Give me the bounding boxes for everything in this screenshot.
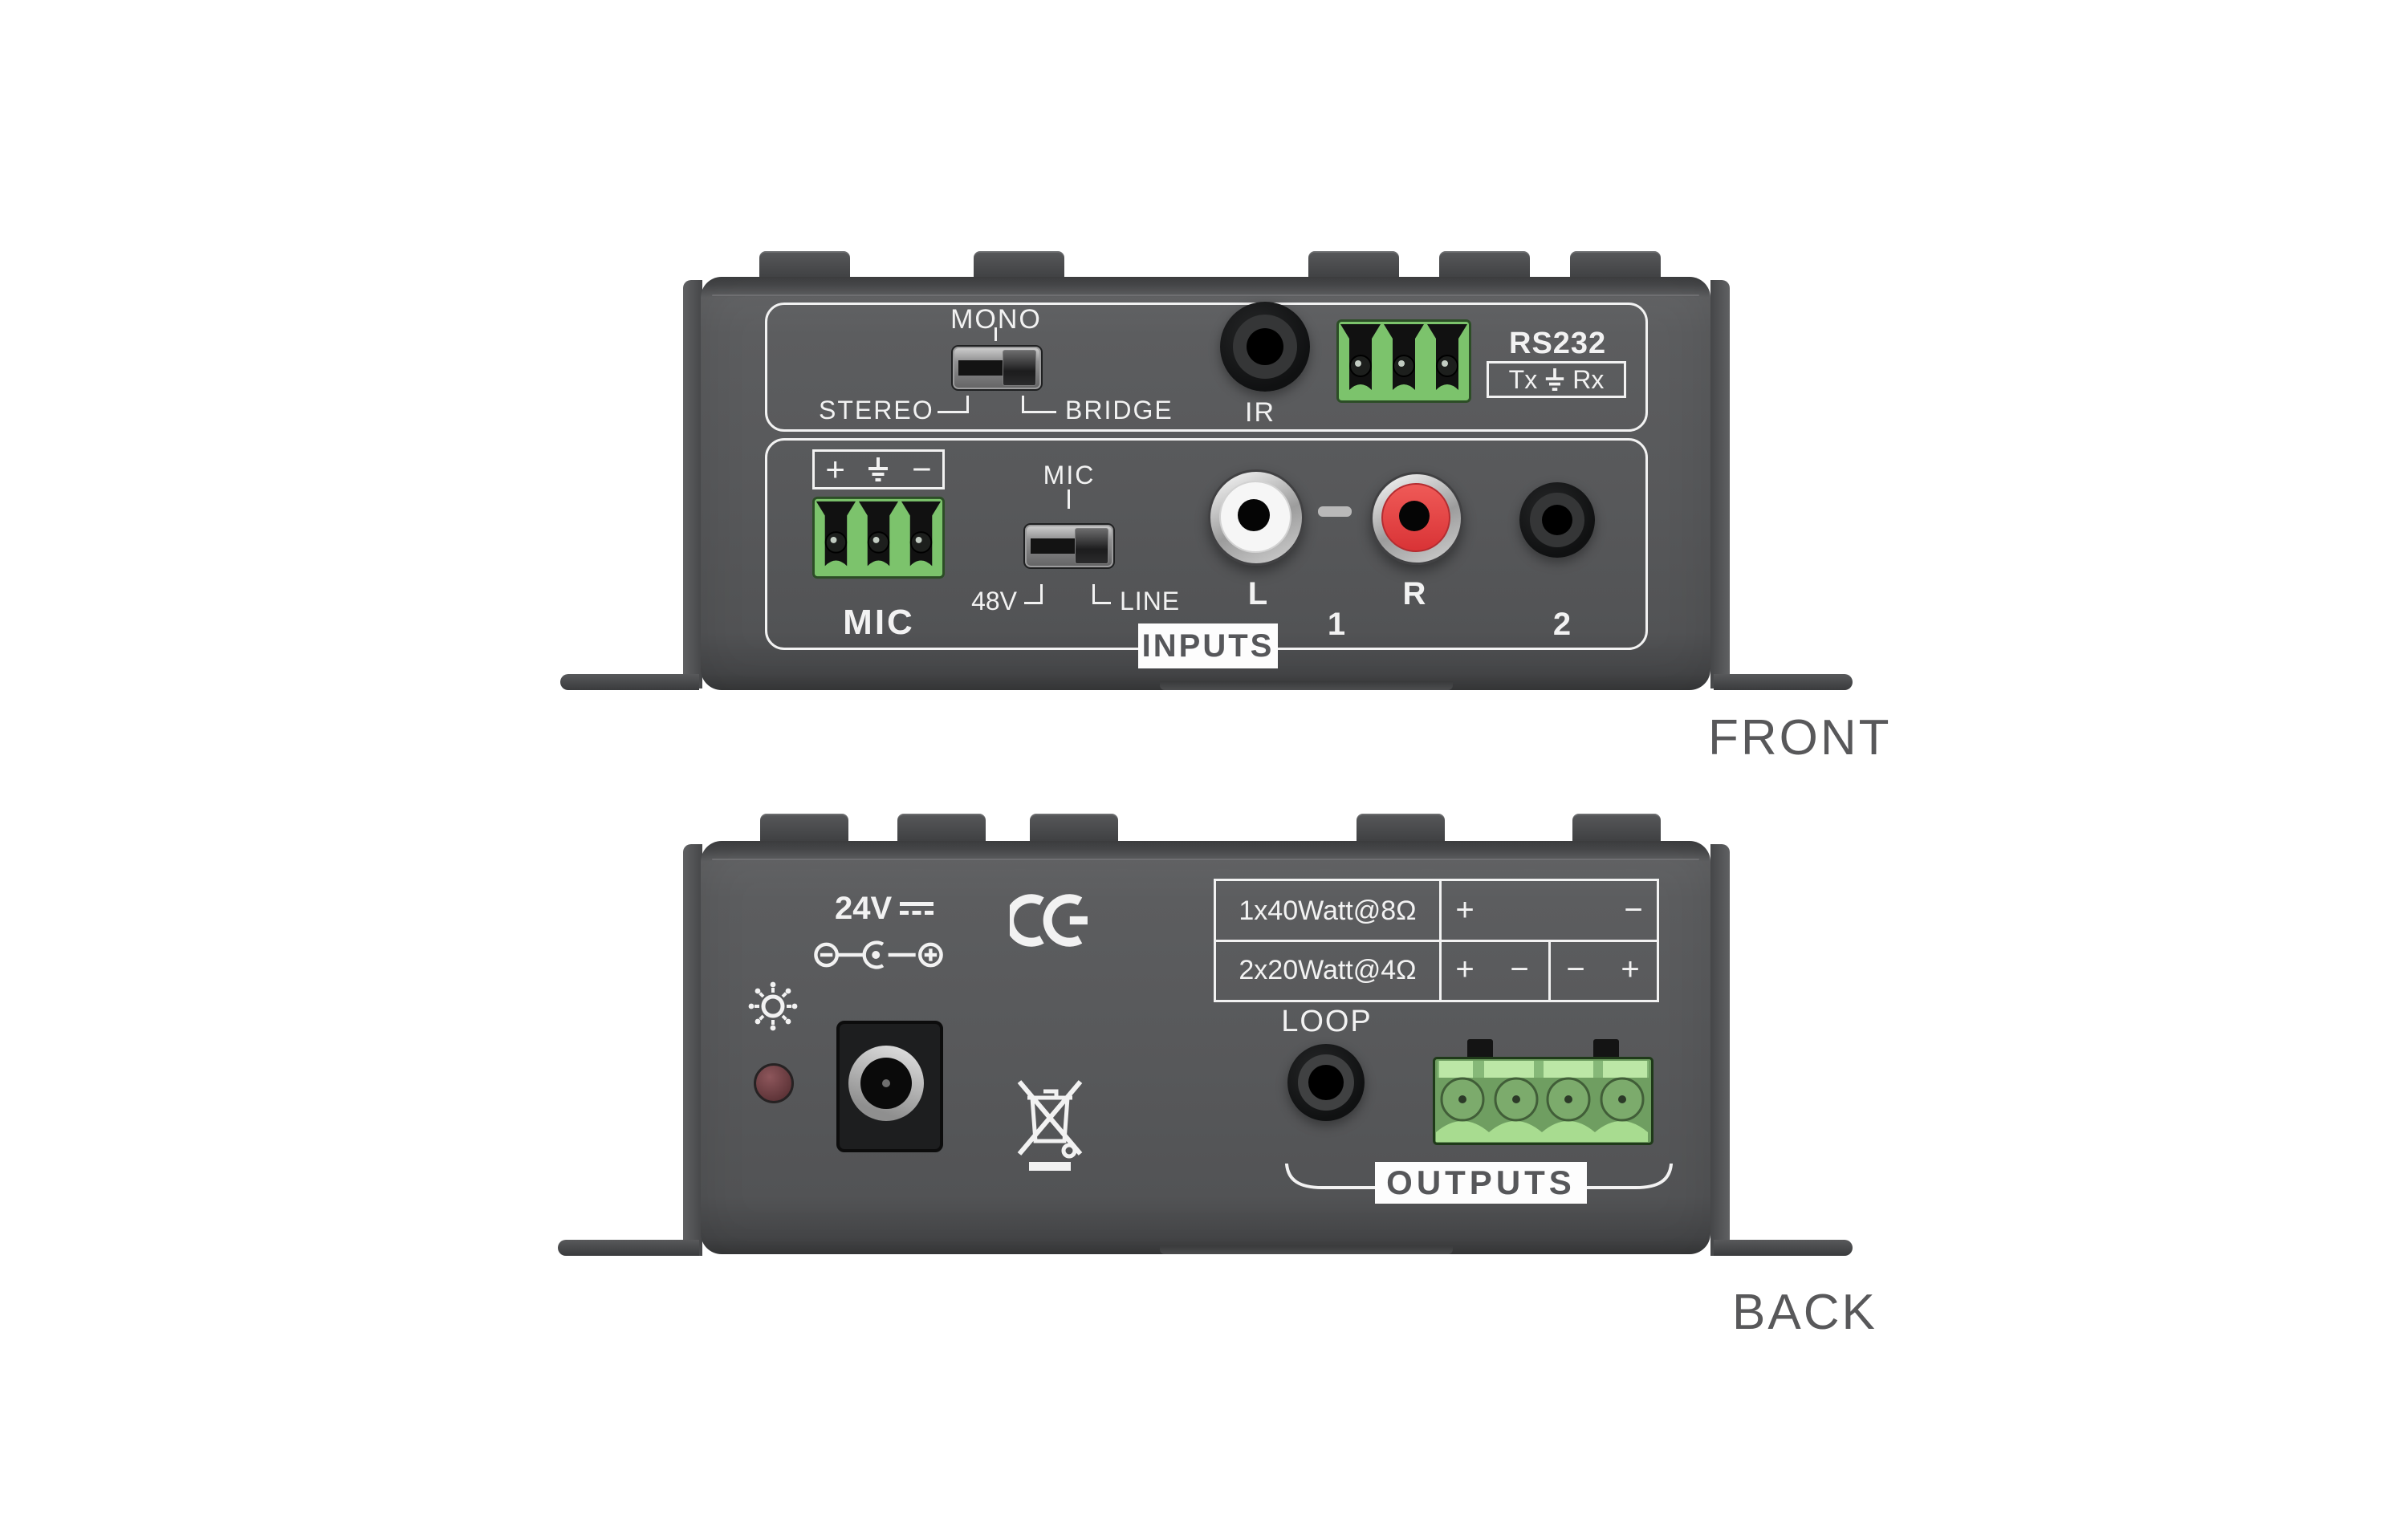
earth-ground-icon	[868, 457, 889, 481]
mounting-foot-left	[558, 1240, 699, 1256]
mic-polarity-box: + −	[812, 449, 945, 489]
mounting-tab	[897, 814, 986, 843]
dc-jack-pin	[882, 1079, 890, 1087]
outputs-section-label: OUTPUTS	[1375, 1162, 1587, 1204]
power-table: 1x40Watt@8Ω + − 2x20Watt@4Ω + − − +	[1214, 879, 1659, 1002]
panel-edge-highlight	[712, 294, 1699, 296]
rs232-terminal-connector	[1336, 319, 1471, 403]
tx-label: Tx	[1508, 364, 1538, 394]
mode-switch	[951, 345, 1043, 391]
panel-bottom-slot	[1160, 681, 1453, 690]
power-spec: 24V	[835, 891, 935, 927]
gain-switch-left-label: 48V	[971, 587, 1017, 615]
input2-jack-hole	[1542, 505, 1572, 535]
gain-switch-knob	[1075, 528, 1108, 564]
mode-switch-left-label: STEREO	[819, 396, 934, 424]
bracket-right	[1710, 844, 1730, 1256]
section-outline-top	[765, 303, 1648, 432]
mounting-tab	[974, 251, 1064, 280]
v48-bracket-v	[1040, 584, 1043, 604]
voltage-label: 24V	[835, 891, 893, 926]
table-col-divider	[1439, 881, 1442, 1000]
rca-left-label: L	[1247, 576, 1268, 611]
mounting-tab	[1357, 814, 1445, 843]
connector-latch	[1467, 1039, 1493, 1060]
table-row1-label: 1x40Watt@8Ω	[1239, 896, 1417, 926]
earth-ground-icon	[1546, 368, 1564, 391]
outputs-terminal-connector	[1433, 1057, 1653, 1145]
ce-mark-icon	[1010, 894, 1088, 947]
table-row1-plus: +	[1455, 892, 1474, 928]
front-device: MONO STEREO BRIDGE IR RS232 Tx	[558, 251, 1855, 705]
front-panel-body	[701, 277, 1710, 690]
rx-label: Rx	[1572, 364, 1605, 394]
gain-switch	[1023, 523, 1115, 569]
weee-icon	[1017, 1080, 1083, 1171]
mounting-tab	[760, 814, 848, 843]
mounting-tab	[1570, 251, 1661, 280]
mounting-foot-left	[560, 674, 699, 690]
mounting-tab	[1572, 814, 1661, 843]
rca-right-hole	[1399, 501, 1430, 531]
bridge-bracket-v	[1022, 396, 1024, 413]
stereo-bracket-h	[938, 411, 969, 413]
bridge-bracket-h	[1022, 411, 1056, 413]
mounting-tab	[759, 251, 850, 280]
table-row-divider	[1216, 940, 1657, 942]
loop-label: LOOP	[1281, 1005, 1373, 1038]
mounting-tab	[1439, 251, 1530, 280]
lr-dash	[1318, 506, 1352, 517]
power-indicator-icon	[748, 981, 798, 1031]
panel-bottom-slot	[1160, 1245, 1453, 1254]
bracket-left	[683, 280, 702, 688]
mounting-tab	[1030, 814, 1118, 843]
mode-switch-knob	[1003, 350, 1036, 386]
line-bracket-v	[1092, 584, 1095, 604]
back-caption: BACK	[1732, 1285, 1877, 1340]
table-row2-c3: −	[1566, 952, 1585, 987]
table-row2-label: 2x20Watt@4Ω	[1239, 955, 1417, 985]
table-row2-c1: +	[1455, 952, 1474, 987]
gain-switch-right-label: LINE	[1120, 587, 1181, 615]
txrx-box: Tx Rx	[1487, 361, 1626, 398]
table-row2-c2: −	[1510, 952, 1529, 987]
gain-switch-top-label: MIC	[1043, 461, 1096, 489]
mounting-tab	[1308, 251, 1399, 280]
dc-voltage-icon	[900, 901, 934, 915]
polarity-icon	[814, 940, 943, 969]
mounting-foot-right	[1714, 1240, 1853, 1256]
inputs-section-label: INPUTS	[1138, 623, 1278, 668]
front-caption: FRONT	[1708, 710, 1892, 766]
rca-left-hole	[1238, 499, 1270, 531]
v48-bracket-h	[1024, 602, 1043, 604]
bracket-right	[1710, 280, 1730, 688]
gain-switch-tick	[1068, 489, 1070, 509]
ir-jack-label: IR	[1245, 397, 1275, 428]
rs232-label: RS232	[1509, 327, 1607, 360]
table-row1-minus: −	[1624, 892, 1643, 928]
mic-plus: +	[825, 450, 845, 488]
ir-jack-hole	[1247, 328, 1283, 365]
bracket-left	[683, 844, 702, 1256]
mode-switch-right-label: BRIDGE	[1065, 396, 1173, 424]
mic-minus: −	[912, 450, 932, 488]
line-bracket-h	[1092, 602, 1111, 604]
input2-label: 2	[1552, 607, 1572, 642]
stereo-bracket-v	[966, 396, 969, 413]
loop-jack-hole	[1308, 1065, 1344, 1100]
table-subcol-divider	[1548, 942, 1551, 1000]
mic-terminal-connector	[812, 496, 945, 579]
table-row2-c4: +	[1621, 952, 1640, 987]
mic-label: MIC	[843, 603, 915, 642]
connector-latch	[1593, 1039, 1619, 1060]
mode-switch-tick	[995, 327, 997, 341]
back-device: 24V	[558, 814, 1855, 1343]
mounting-foot-right	[1714, 674, 1853, 690]
rca-right-label: R	[1402, 576, 1426, 611]
power-led	[754, 1063, 794, 1103]
input1-label: 1	[1327, 607, 1346, 642]
panel-edge-highlight	[712, 859, 1699, 860]
